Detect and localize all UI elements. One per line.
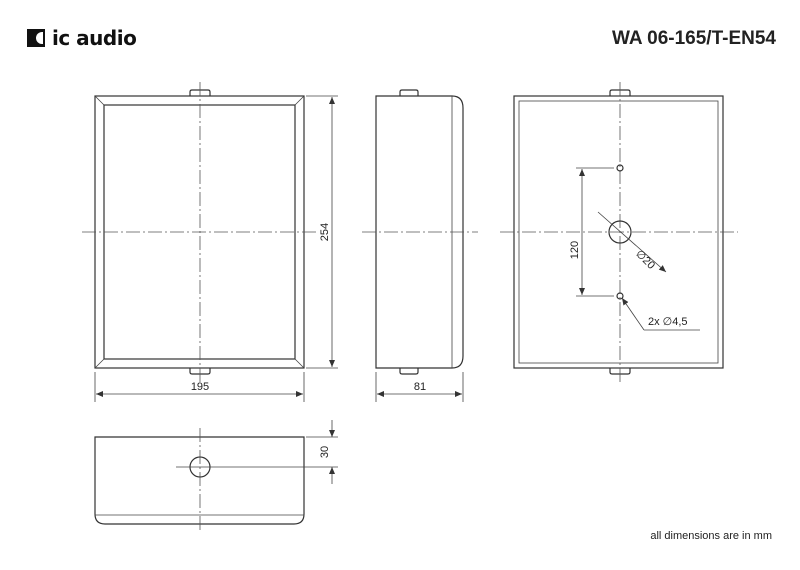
- cable-hole-label: ∅20: [633, 248, 657, 272]
- bottom-view: 30: [94, 420, 338, 532]
- bottom-height-dimension: 30: [319, 446, 331, 458]
- height-dimension: 254: [319, 223, 331, 241]
- ic-audio-logo-icon: [27, 29, 45, 47]
- width-dimension: 195: [191, 381, 209, 393]
- depth-dimension: 81: [414, 381, 426, 393]
- rear-view: 120 ∅20 2x ∅4,5: [500, 82, 738, 382]
- mount-spacing-dimension: 120: [569, 241, 581, 259]
- mounting-hole-top: [616, 164, 624, 172]
- brand-name: ic audio: [52, 26, 137, 50]
- front-view: 195 254: [82, 82, 338, 402]
- cable-entry-hole: [608, 220, 632, 244]
- bottom-body: [94, 436, 305, 525]
- side-body: [375, 95, 464, 369]
- units-note: all dimensions are in mm: [650, 530, 772, 542]
- mounting-hole-bottom: [616, 292, 624, 300]
- mount-holes-label: 2x ∅4,5: [648, 316, 688, 328]
- model-number: WA 06-165/T-EN54: [611, 28, 776, 49]
- side-view: 81: [362, 89, 478, 402]
